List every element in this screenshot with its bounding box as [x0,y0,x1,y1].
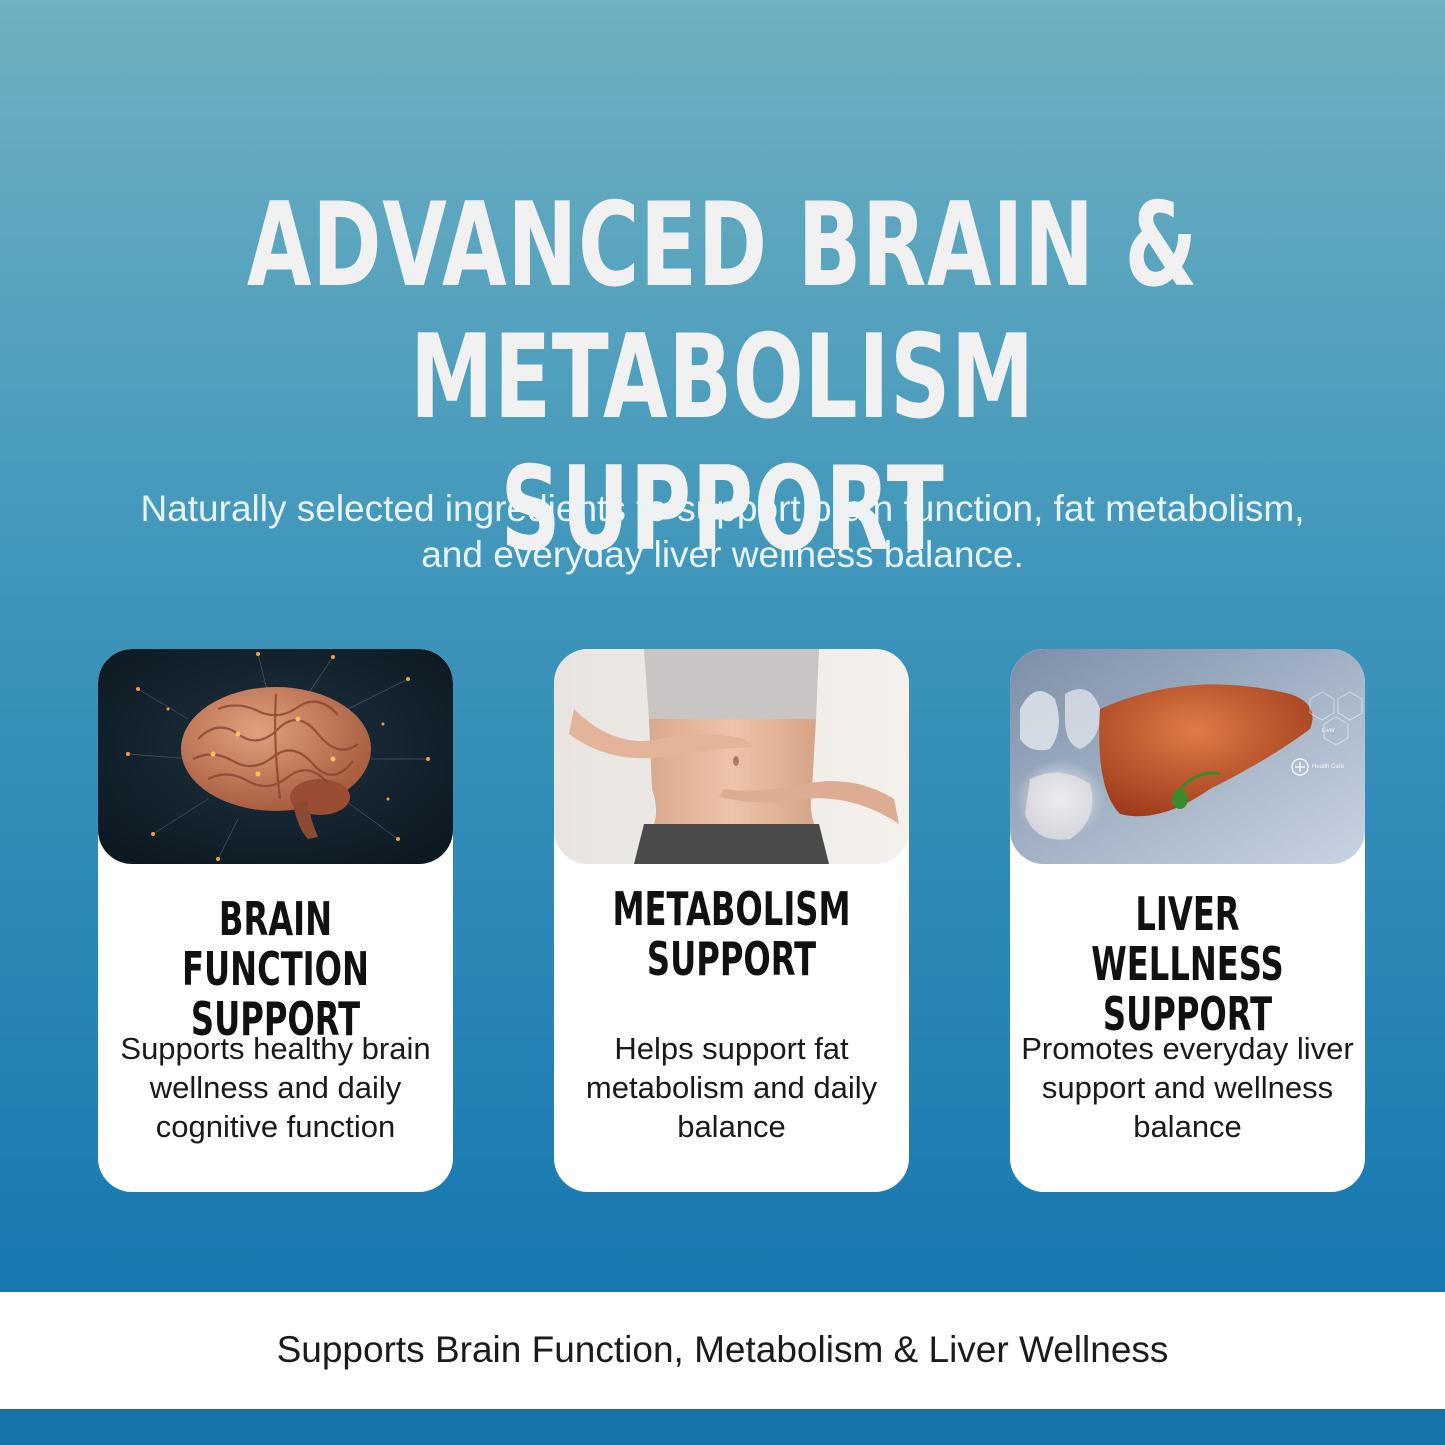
card-title-line-2: SUPPORT [190,992,361,1046]
card-title-line-2: SUPPORT [1102,987,1273,1041]
card-description: Helps support fat metabolism and daily b… [585,1031,878,1144]
card-title: METABOLISM SUPPORT [579,884,884,984]
card-metabolism: METABOLISM SUPPORT Helps support fat met… [554,649,909,1192]
card-title-line-1: BRAIN FUNCTION [181,892,369,996]
card-title: LIVER WELLNESS SUPPORT [1035,889,1340,1039]
headline-line-2: METABOLISM SUPPORT [410,310,1035,577]
liver-photo [1010,649,1365,864]
card-title-line-2: SUPPORT [646,932,817,986]
card-title-line-1: METABOLISM [612,882,851,936]
liver-label: Liver [1322,728,1336,734]
card-title-line-1: LIVER WELLNESS [1091,887,1284,991]
subtitle: Naturally selected ingredients to suppor… [140,488,1305,575]
card-description: Promotes everyday liver support and well… [1021,1031,1354,1144]
card-brain-function: BRAIN FUNCTION SUPPORT Supports healthy … [98,649,453,1192]
headline: ADVANCED BRAIN & METABOLISM SUPPORT [202,180,1242,576]
footer-band [0,1292,1445,1409]
card-description: Supports healthy brain wellness and dail… [120,1031,431,1144]
footer-tagline: Supports Brain Function, Metabolism & Li… [276,1329,1169,1370]
bottom-strip [0,1409,1445,1445]
abdomen-photo [554,649,909,864]
brain-photo [98,649,453,864]
health-care-label: Health Care [1312,764,1345,770]
card-title: BRAIN FUNCTION SUPPORT [123,894,428,1044]
card-liver-wellness: LIVER WELLNESS SUPPORT Promotes everyday… [1010,649,1365,1192]
headline-line-1: ADVANCED BRAIN & [246,178,1199,313]
